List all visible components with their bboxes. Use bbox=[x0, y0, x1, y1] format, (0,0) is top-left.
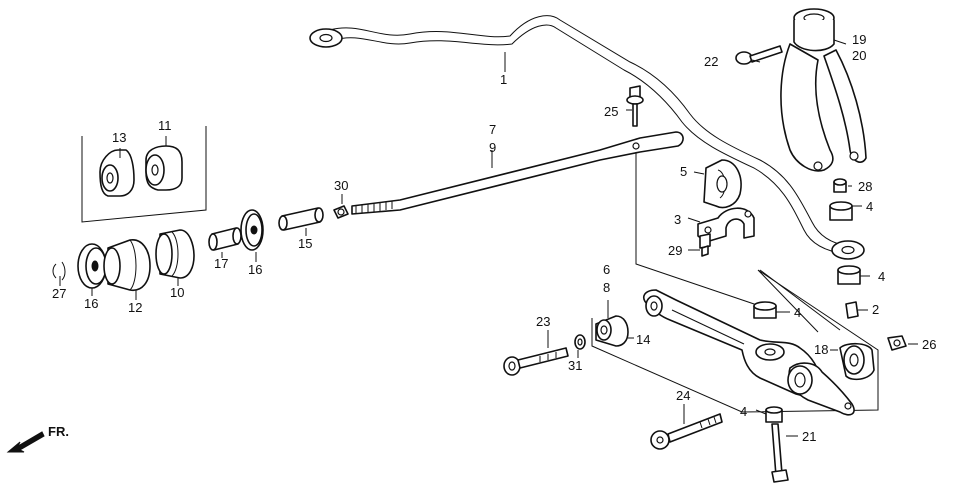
callout-22: 22 bbox=[704, 54, 718, 69]
callout-4c: 4 bbox=[794, 305, 801, 320]
callout-21: 21 bbox=[802, 429, 816, 444]
bushing-bracket-outline bbox=[81, 126, 207, 223]
callout-8: 8 bbox=[603, 280, 610, 295]
bushing-4-lower bbox=[753, 301, 777, 319]
bushing-12 bbox=[103, 239, 151, 291]
washer-16-right bbox=[240, 209, 264, 251]
callout-6: 6 bbox=[603, 262, 610, 277]
callout-31: 31 bbox=[568, 358, 582, 373]
callout-5: 5 bbox=[680, 164, 687, 179]
callout-14: 14 bbox=[636, 332, 650, 347]
bushing-14 bbox=[595, 315, 629, 347]
bushing-4-mid bbox=[837, 265, 861, 285]
leader-lines bbox=[59, 39, 918, 437]
callout-27: 27 bbox=[52, 286, 66, 301]
stabilizer-bar bbox=[309, 15, 865, 260]
nut-30 bbox=[333, 205, 349, 219]
clip-27 bbox=[52, 261, 66, 281]
front-direction-arrow: FR. bbox=[6, 424, 69, 453]
callout-11: 11 bbox=[158, 118, 172, 133]
callout-7: 7 bbox=[489, 122, 496, 137]
bolt-23 bbox=[503, 347, 569, 376]
pin-2 bbox=[845, 301, 859, 319]
lower-arm-outline bbox=[591, 269, 879, 413]
stabilizer-bushing-5 bbox=[703, 159, 742, 209]
callout-3: 3 bbox=[674, 212, 681, 227]
bolt-24 bbox=[650, 413, 723, 450]
callout-16a: 16 bbox=[84, 296, 98, 311]
nut-26 bbox=[887, 335, 907, 351]
callout-20: 20 bbox=[852, 48, 866, 63]
callout-1: 1 bbox=[500, 72, 507, 87]
callout-24: 24 bbox=[676, 388, 690, 403]
bushing-11 bbox=[145, 145, 183, 191]
callout-17: 17 bbox=[214, 256, 228, 271]
callout-12: 12 bbox=[128, 300, 142, 315]
callout-labels: 1 2 3 4 4 4 4 5 6 7 8 9 10 11 12 13 14 1… bbox=[52, 32, 936, 444]
bushing-4-bottom bbox=[765, 406, 783, 423]
bolt-21 bbox=[771, 423, 789, 483]
callout-2: 2 bbox=[872, 302, 879, 317]
steering-knuckle bbox=[780, 8, 867, 172]
callout-30: 30 bbox=[334, 178, 348, 193]
callout-25: 25 bbox=[604, 104, 618, 119]
collar-17 bbox=[208, 227, 242, 251]
bushing-13 bbox=[99, 149, 135, 197]
bushing-10 bbox=[155, 229, 195, 279]
callout-16b: 16 bbox=[248, 262, 262, 277]
callout-4a: 4 bbox=[866, 199, 873, 214]
washer-16-left bbox=[77, 243, 107, 289]
callout-18: 18 bbox=[814, 342, 828, 357]
bushing-18 bbox=[839, 342, 875, 381]
callout-26: 26 bbox=[922, 337, 936, 352]
bolt-29 bbox=[699, 233, 711, 257]
callout-28: 28 bbox=[858, 179, 872, 194]
callout-23: 23 bbox=[536, 314, 550, 329]
callout-29: 29 bbox=[668, 243, 682, 258]
nut-28 bbox=[833, 178, 847, 193]
stabilizer-bracket-3 bbox=[697, 207, 755, 243]
bolt-25 bbox=[626, 85, 761, 307]
washer-31 bbox=[574, 334, 586, 350]
radius-rod bbox=[351, 131, 684, 215]
bushing-4-upper bbox=[829, 201, 853, 221]
callout-15: 15 bbox=[298, 236, 312, 251]
callout-4d: 4 bbox=[740, 404, 747, 419]
callout-19: 19 bbox=[852, 32, 866, 47]
lower-control-arm bbox=[643, 289, 855, 416]
callout-4b: 4 bbox=[878, 269, 885, 284]
bolt-22 bbox=[735, 45, 783, 65]
front-indicator-label: FR. bbox=[48, 424, 69, 439]
callout-9: 9 bbox=[489, 140, 496, 155]
callout-10: 10 bbox=[170, 285, 184, 300]
callout-13: 13 bbox=[112, 130, 126, 145]
collar-15 bbox=[278, 207, 324, 231]
